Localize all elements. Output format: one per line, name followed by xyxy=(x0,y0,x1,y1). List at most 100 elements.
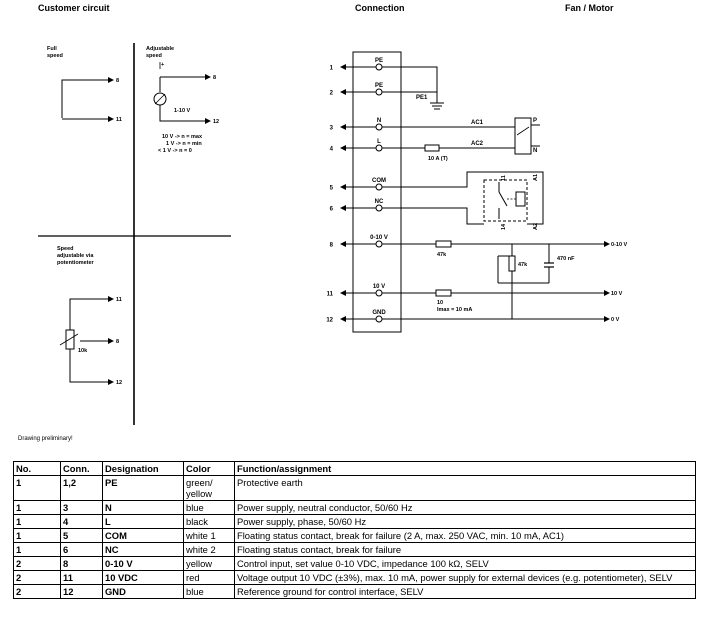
imax-label: Imax = 10 mA xyxy=(437,307,472,313)
cell-function: Floating status contact, break for failu… xyxy=(234,528,696,543)
fuse-icon xyxy=(424,144,440,152)
cell-no: 1 xyxy=(13,500,61,515)
mains-wiring: 10 A (T) AC1 AC2 P N xyxy=(383,117,540,162)
terminal-point xyxy=(375,204,383,212)
output-0-10v-label: 0-10 V xyxy=(611,242,628,248)
adjustable-terminal-8: 8 xyxy=(213,75,216,81)
cell-no: 2 xyxy=(13,556,61,571)
terminal-label: NC xyxy=(375,199,384,205)
cell-no: 1 xyxy=(13,542,61,557)
terminal-point xyxy=(375,123,383,131)
scale-note-1: 10 V -> n = max xyxy=(162,134,203,140)
terminal-number: 5 xyxy=(330,186,334,192)
cell-conn: 3 xyxy=(60,500,103,515)
cell-conn: 8 xyxy=(60,556,103,571)
relay-coil-icon xyxy=(515,191,526,207)
adjustable-speed-label-1: Adjustable xyxy=(146,46,174,52)
cell-function: Power supply, phase, 50/60 Hz xyxy=(234,514,696,529)
ac2-label: AC2 xyxy=(471,141,484,147)
cell-color: white 2 xyxy=(183,542,235,557)
cell-designation: COM xyxy=(102,528,184,543)
cell-conn: 4 xyxy=(60,514,103,529)
cell-no: 1 xyxy=(13,528,61,543)
cell-conn: 5 xyxy=(60,528,103,543)
terminal-number: 3 xyxy=(330,126,334,132)
control-wiring: 47k 47k 470 nF 0-10 V 10 Imax = 10 mA 10… xyxy=(383,240,628,323)
earth-wiring: PE1 xyxy=(383,66,444,110)
terminal-label: PE xyxy=(375,58,383,64)
cell-designation: 0-10 V xyxy=(102,556,184,571)
full-speed-label-1: Full xyxy=(47,46,57,52)
cell-designation: 10 VDC xyxy=(102,570,184,585)
cell-color: blue xyxy=(183,584,235,599)
motor-p-label: P xyxy=(533,118,537,124)
wiring-diagram: Customer circuit Connection Fan / Motor … xyxy=(38,3,628,425)
cell-no: 2 xyxy=(13,584,61,599)
header-connection: Connection xyxy=(355,3,405,13)
relay-pin-a2: A2 xyxy=(533,223,539,230)
r3-label: 10 xyxy=(437,300,443,306)
header-fan-motor: Fan / Motor xyxy=(565,3,614,13)
full-speed-circuit: Full speed 8 11 xyxy=(47,46,122,123)
resistor-10-series xyxy=(435,289,452,297)
cell-color: yellow xyxy=(183,556,235,571)
header-customer-circuit: Customer circuit xyxy=(38,3,110,13)
cell-function: Protective earth xyxy=(234,475,696,501)
cell-function: Reference ground for control interface, … xyxy=(234,584,696,599)
cell-no: 1 xyxy=(13,514,61,529)
connection-table: No. Conn. Designation Color Function/ass… xyxy=(13,461,696,599)
col-header-no: No. xyxy=(13,461,61,476)
terminal-point xyxy=(375,315,383,323)
cell-designation: NC xyxy=(102,542,184,557)
adjustable-speed-label-2: speed xyxy=(146,53,162,59)
resistor-47k-shunt xyxy=(508,255,516,272)
cell-designation: L xyxy=(102,514,184,529)
cell-designation: PE xyxy=(102,475,184,501)
terminal-number: 8 xyxy=(330,243,334,249)
terminal-number: 11 xyxy=(327,292,334,298)
relay-pin-14: 14 xyxy=(501,223,507,230)
cell-color: green/ yellow xyxy=(183,475,235,501)
motor-n-label: N xyxy=(533,148,537,154)
r1-label: 47k xyxy=(437,252,447,258)
full-speed-terminal-11: 11 xyxy=(116,117,122,123)
cell-conn: 12 xyxy=(60,584,103,599)
relay-pin-a1: A1 xyxy=(533,174,539,181)
terminal-label: COM xyxy=(372,178,386,184)
terminal-strip xyxy=(352,51,402,333)
terminal-point xyxy=(375,63,383,71)
cell-no: 1 xyxy=(13,475,61,501)
cell-conn: 6 xyxy=(60,542,103,557)
cell-function: Power supply, neutral conductor, 50/60 H… xyxy=(234,500,696,515)
cell-color: blue xyxy=(183,500,235,515)
potentiometer-title-2: adjustable via xyxy=(57,253,94,259)
cell-function: Control input, set value 0-10 VDC, imped… xyxy=(234,556,696,571)
plus-sign: + xyxy=(161,62,164,68)
terminal-label: 0-10 V xyxy=(370,235,388,241)
relay-pin-11: 11 xyxy=(501,175,507,181)
ac1-label: AC1 xyxy=(471,120,484,126)
scale-note-2: 1 V -> n = min xyxy=(166,141,202,147)
col-header-function: Function/assignment xyxy=(234,461,696,476)
fuse-label: 10 A (T) xyxy=(428,156,448,162)
terminal-point xyxy=(375,240,383,248)
cell-designation: GND xyxy=(102,584,184,599)
scale-note-3: < 1 V -> n = 0 xyxy=(158,148,192,154)
potentiometer-value: 10k xyxy=(78,348,88,354)
pot-terminal-8: 8 xyxy=(116,339,119,345)
terminal-label: PE xyxy=(375,83,383,89)
terminal-number: 12 xyxy=(326,318,333,324)
resistor-47k-series xyxy=(435,240,452,248)
cell-conn: 1,2 xyxy=(60,475,103,501)
potentiometer-circuit: Speed adjustable via potentiometer 10k 1… xyxy=(57,246,122,386)
pot-terminal-11: 11 xyxy=(116,297,122,303)
cell-function: Floating status contact, break for failu… xyxy=(234,542,696,557)
terminal-point xyxy=(375,144,383,152)
